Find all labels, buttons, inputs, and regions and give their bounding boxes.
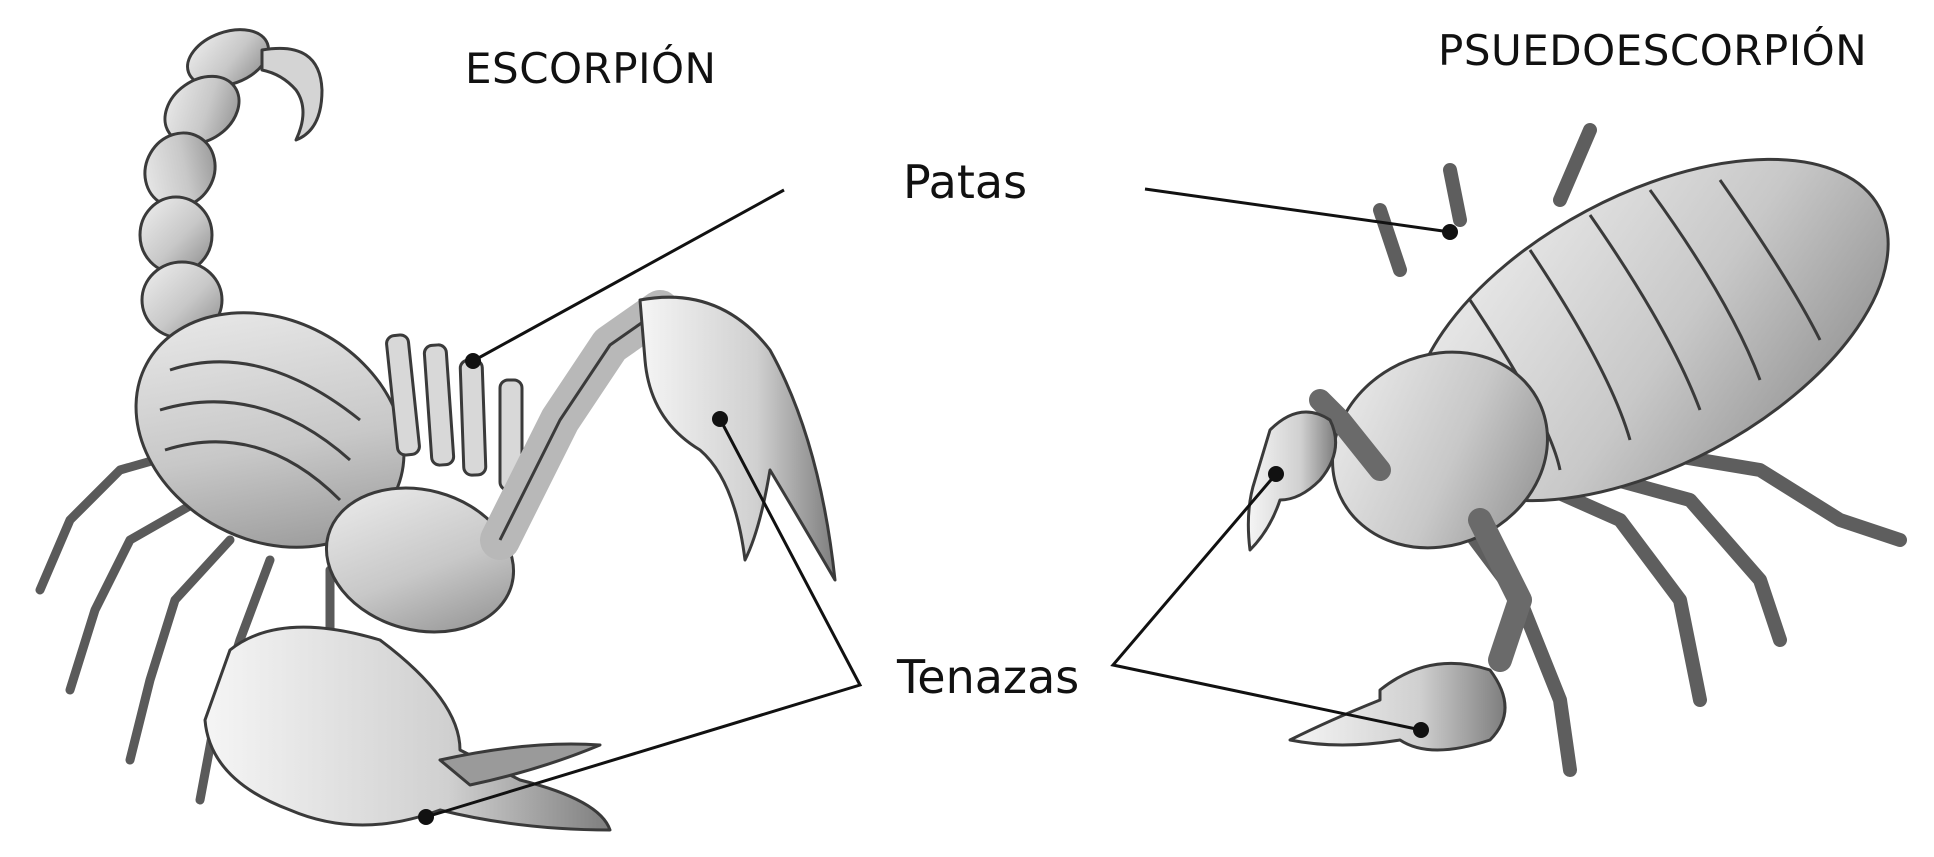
scorpion-tail (132, 19, 322, 338)
dot-tenazas-pseudo-lower (1413, 722, 1429, 738)
title-scorpion: ESCORPIÓN (465, 44, 716, 93)
label-tenazas: Tenazas (897, 650, 1079, 704)
leader-lines (426, 189, 1450, 817)
label-patas: Patas (903, 155, 1027, 209)
dot-tenazas-pseudo-upper (1268, 466, 1284, 482)
pseudoscorpion-illustration (1248, 89, 1934, 770)
scorpion-lower-pincer (205, 627, 610, 830)
scorpion-upper-pincer (500, 297, 835, 580)
title-pseudoscorpion: PSUEDOESCORPIÓN (1438, 26, 1867, 75)
dot-patas-pseudoscorpion (1442, 224, 1458, 240)
leader-patas-pseudoscorpion (1145, 189, 1450, 232)
scorpion-front-legs (386, 334, 522, 490)
dot-tenazas-scorpion-lower (418, 809, 434, 825)
pseudoscorpion-lower-pincer (1290, 520, 1520, 750)
dot-tenazas-scorpion-claw (712, 411, 728, 427)
dot-patas-scorpion (465, 353, 481, 369)
